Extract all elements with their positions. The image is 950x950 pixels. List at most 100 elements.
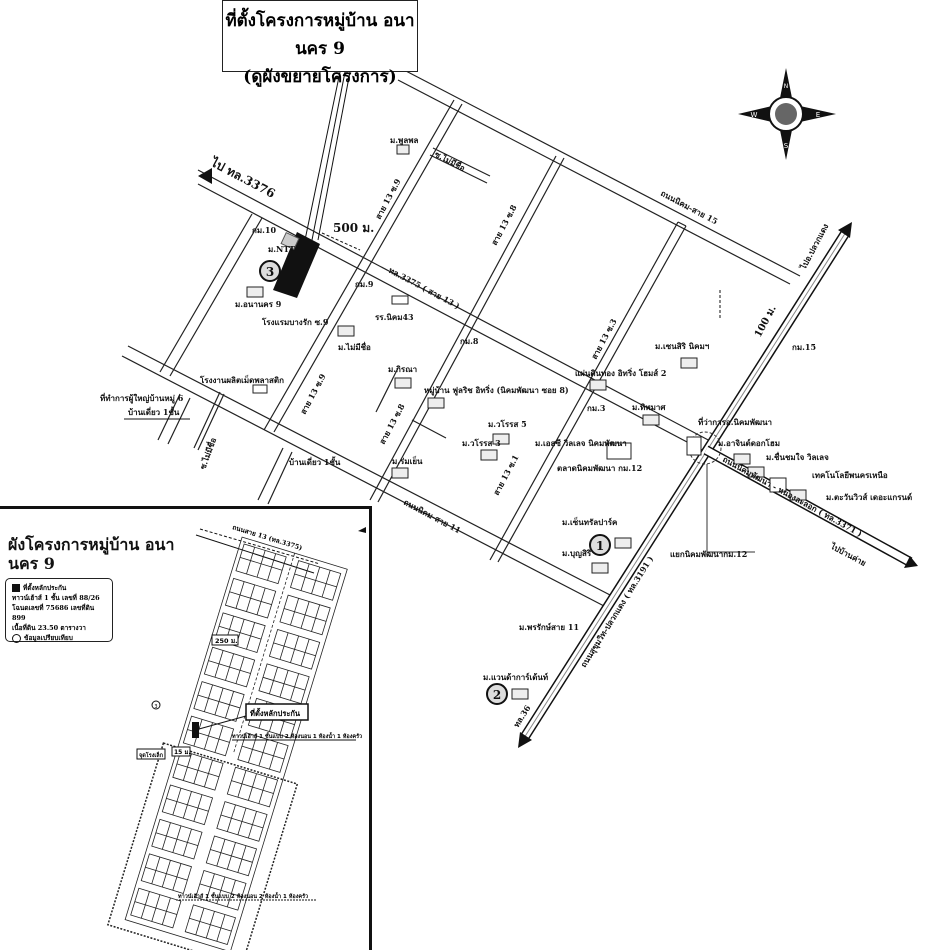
label-house2: บ้านเดี่ยว 1ชั้น <box>289 456 341 467</box>
village-icon <box>492 433 510 445</box>
label-ananakorn9: ม.อนานคร 9 <box>235 299 282 309</box>
label-school: รร.นิคม43 <box>375 312 414 322</box>
title-line2: (ดูผังขยายโครงการ) <box>243 67 397 87</box>
title-pointer <box>304 71 351 241</box>
svg-text:W: W <box>751 111 758 119</box>
label-pupin: หมู่บ้าน ฟูลริช อิทริ่ง (นิคมพัฒนา ซอย 8… <box>424 384 569 396</box>
label-varoj5: ม.วโรรส 5 <box>488 419 527 429</box>
svg-text:E: E <box>816 111 820 119</box>
svg-text:1: 1 <box>596 539 604 553</box>
legend: ที่ตั้งหลักประกัน ทาวน์เฮ้าส์ 1 ชั้น เลข… <box>5 578 113 643</box>
project-layout-inset: 3 ถนนสาย 13 (ทล.3375) 250 ม. 15 ม. จุดโร… <box>0 506 372 950</box>
village-icons <box>246 144 807 700</box>
label-thipmat: ม.ทิพมาศ <box>632 402 666 412</box>
label-chen: ม.เซ็นทรัลปาร์ค <box>562 516 617 527</box>
village-icon <box>396 144 410 155</box>
svg-text:S: S <box>784 142 789 150</box>
label-village-head: ที่ทำการผู้ใหญ่บ้านหมู่ 6 <box>100 392 184 404</box>
marker-3[interactable]: 3 <box>259 260 281 282</box>
inset-dist-250: 250 ม. <box>215 637 238 645</box>
arrow-down-icon <box>518 732 532 748</box>
svg-text:2: 2 <box>493 688 501 702</box>
highway-3371 <box>198 168 918 568</box>
collateral-marker[interactable] <box>192 722 199 738</box>
label-phromin: ม.พรรักษ์สาย 11 <box>519 622 579 632</box>
label-mai-mi-chue: ม.ไม่มีชื่อ <box>338 341 371 352</box>
title-box: ที่ตั้งโครงการหมู่บ้าน อนานคร 9 (ดูผังขย… <box>222 0 418 87</box>
svg-text:3: 3 <box>266 265 274 279</box>
label-technology: เทคโนโลยีพนครเหนือ <box>812 470 888 480</box>
label-soi-noname2: ซ.ไม่มีชื่อ <box>433 148 467 173</box>
label-km9: กม.9 <box>355 279 374 289</box>
legend-line4: เนื้อที่ดิน 23.50 ตารางวา <box>12 624 86 632</box>
label-boonsiri: ม.บุญสิริ <box>562 548 592 559</box>
arrow-left-icon <box>198 168 212 184</box>
village-icon <box>511 688 529 700</box>
village-icon <box>614 537 632 549</box>
road-nikhom-11 <box>121 345 613 607</box>
village-icon <box>391 467 409 479</box>
label-km10: กม.10 <box>252 225 276 235</box>
distance-500-line <box>321 232 361 251</box>
project-layout-plan: 3 ถนนสาย 13 (ทล.3375) 250 ม. 15 ม. จุดโร… <box>106 523 366 950</box>
label-ntt: ม.NTT <box>268 244 295 254</box>
label-km3: กม.3 <box>587 403 606 413</box>
label-chuenchom: ม.ชื่นชมใจ วิลเลจ <box>766 451 829 462</box>
village-icon <box>747 466 765 478</box>
marker-2[interactable]: 2 <box>486 683 508 705</box>
label-wanvadee: ม.แวนด้าการ์เด้นท์ <box>483 672 548 682</box>
label-km8: กม.8 <box>460 336 479 346</box>
legend-line3: โฉนดเลขที่ 75686 เลขที่ดิน 899 <box>12 604 95 622</box>
label-poonphon: ม.พูลพล <box>390 135 419 146</box>
svg-text:3: 3 <box>154 704 157 710</box>
inset-phase-desc: ทาวน์เฮ้าส์ 1 ชั้นแบบ 2 ห้องนอน 2 ห้องน้… <box>178 891 308 900</box>
marker-1[interactable]: 1 <box>589 534 611 556</box>
label-100m: 100 ม. <box>753 304 779 340</box>
comparison-marker[interactable] <box>151 700 161 710</box>
inset-collateral-label: ที่ตั้งหลักประกัน <box>250 707 301 718</box>
village-icon <box>480 449 498 461</box>
inset-collateral-desc: ทาวน์เฮ้าส์ 1 ชั้นแบบ 2 ห้องนอน 1 ห้องน้… <box>232 731 362 740</box>
market-icon <box>606 442 632 460</box>
village-icon <box>789 489 807 501</box>
junction-circle <box>688 431 722 465</box>
village-icon <box>733 453 751 465</box>
label-factory: โรงงานผลิตเม็ดพลาสติก <box>199 374 284 385</box>
factory-icon <box>252 384 268 394</box>
plot-grid <box>106 536 348 950</box>
label-soi-noname: ซ.ไม่มีชื่อ <box>197 436 219 471</box>
road-3375 <box>197 169 713 453</box>
label-kirana: ม.กิรณา <box>388 364 417 374</box>
label-house1: บ้านเดี่ยว 1ชั้น <box>128 406 180 417</box>
legend-line2: ทาวน์เฮ้าส์ 1 ชั้น เลขที่ 88/26 <box>12 594 100 602</box>
legend-comparison: ข้อมูลเปรียบเทียบ <box>24 634 73 642</box>
village-icon <box>337 325 355 337</box>
label-hotel: โรงแรมบางรัก ซ.9 <box>261 317 329 327</box>
inset-clubhouse: จุดโรงเล็ก <box>139 751 164 759</box>
label-varoj3: ม.วโรรส 3 <box>462 438 501 448</box>
compass-rose: N W E S <box>738 68 836 160</box>
label-500m: 500 ม. <box>333 221 374 235</box>
building-icons <box>252 295 787 493</box>
label-soi9b: สาย 13 ซ.9 <box>298 372 328 416</box>
inset-dist-15: 15 ม. <box>174 749 191 756</box>
village-icon <box>427 397 445 409</box>
district-office-icon <box>686 436 702 456</box>
label-tawan: ม.ตะวันวิวส์ เดอะแกรนด์ <box>826 492 912 502</box>
legend-collateral: ที่ตั้งหลักประกัน <box>23 584 67 592</box>
village-icon <box>680 357 698 369</box>
ntt-building-icon <box>280 231 300 251</box>
school-icon <box>391 295 409 305</box>
label-soi8: สาย 13 ซ.8 <box>489 203 519 247</box>
label-road3191: ถนนสุขุมวิท-ปลวกแดง ( ทล.3191 ) <box>578 554 656 670</box>
village-icon <box>394 377 412 389</box>
village-icon <box>591 562 609 574</box>
label-district-office: ที่ว่าการอ.นิคมพัฒนา <box>698 416 772 427</box>
road-nikhom-15 <box>397 69 801 285</box>
junction-pointer <box>706 464 755 553</box>
collateral-swatch <box>12 584 20 592</box>
cross-roads <box>157 99 687 563</box>
arrow-up-icon <box>838 222 852 238</box>
label-junction: แยกนิคมพัฒนากม.12 <box>670 549 747 559</box>
